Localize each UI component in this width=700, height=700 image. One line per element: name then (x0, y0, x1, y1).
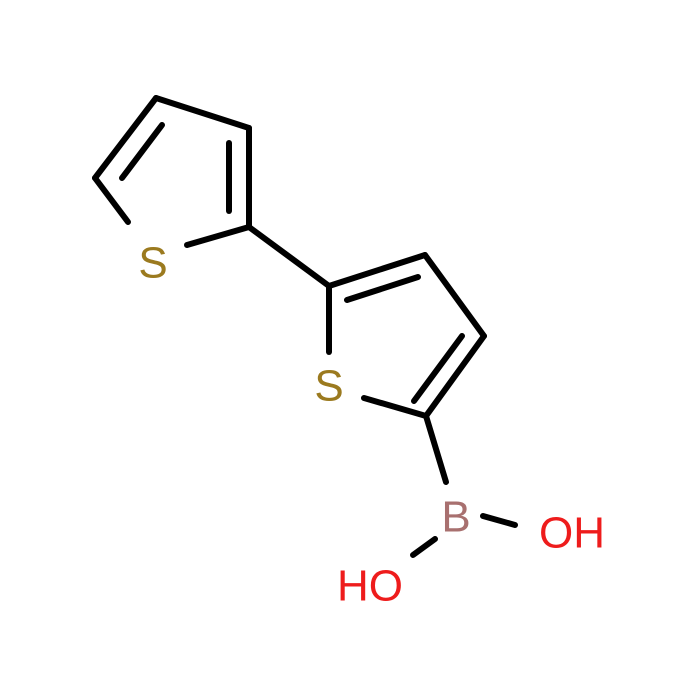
bond (119, 122, 165, 181)
sulfur-atom-label: S (138, 239, 167, 288)
hydroxyl-group-label: HO (337, 562, 403, 611)
bond (92, 95, 159, 181)
bond (184, 224, 252, 248)
bond (480, 513, 518, 528)
bond (422, 252, 487, 339)
bond (344, 274, 421, 303)
bond (410, 536, 438, 558)
bond (423, 333, 487, 419)
bond (411, 333, 465, 404)
boron-atom-label: B (441, 493, 470, 542)
sulfur-atom-label: S (314, 362, 343, 411)
bond (423, 413, 449, 485)
bond (361, 395, 429, 419)
hydroxyl-group-label: OH (539, 509, 605, 558)
bond (153, 95, 252, 131)
bond (326, 252, 428, 289)
bond (246, 224, 332, 289)
bond (92, 175, 131, 225)
